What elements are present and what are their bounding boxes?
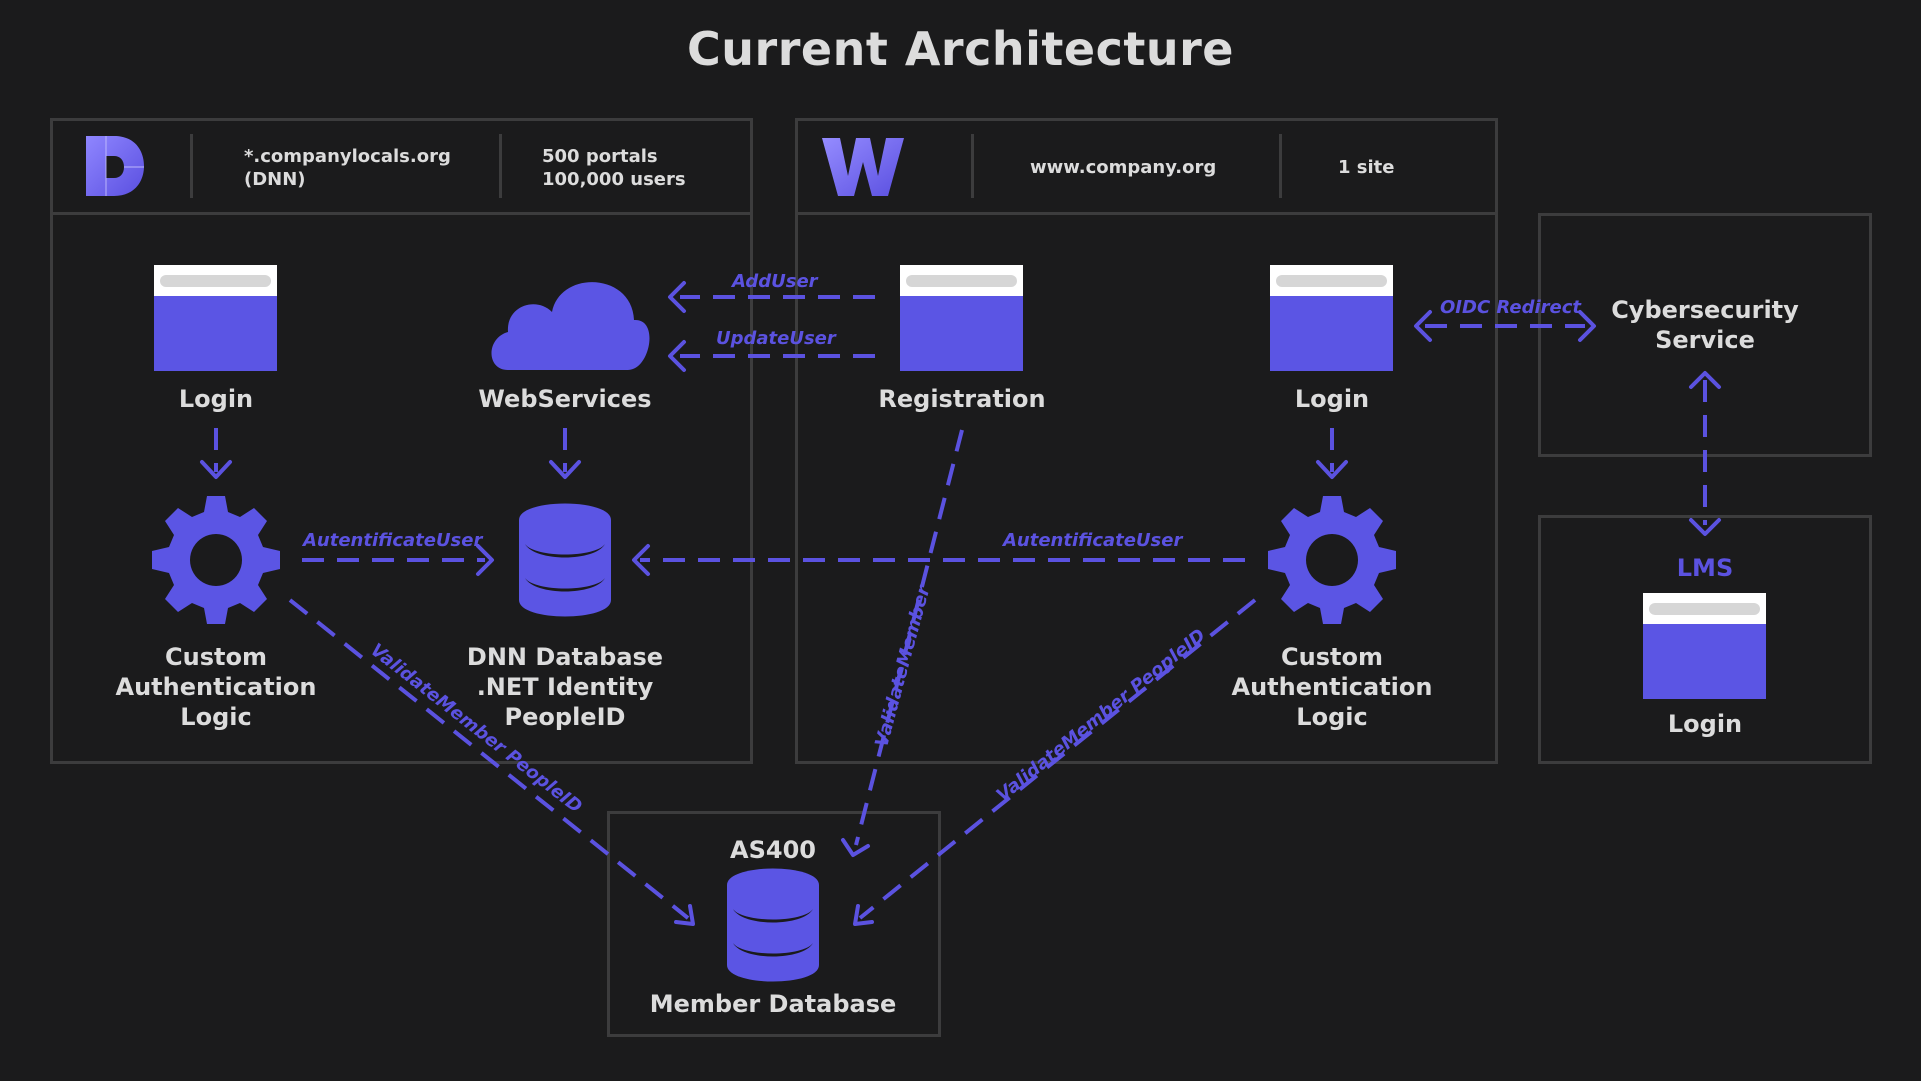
arrowhead-icon [1689,371,1721,389]
adduser-label: AddUser [732,271,818,292]
updateuser-label: UpdateUser [716,328,836,349]
registration-label: Registration [878,385,1046,413]
member-database-icon [727,868,819,982]
validate-right-edge [858,598,1257,920]
dnn-db-line2: .NET Identity [476,673,654,701]
header-divider [1279,134,1282,198]
arrowhead-icon [668,340,686,372]
dnn-gear-icon [152,496,280,624]
as400-title: AS400 [730,836,816,864]
as400-panel [607,811,941,1037]
arrowhead-icon [1578,310,1596,342]
connectors [214,295,1707,920]
dnn-stats-users: 100,000 users [542,169,686,190]
dnn-auth-line2: Authentication [115,673,317,701]
web-panel [795,212,1498,764]
dnn-domain: *.companylocals.org (DNN) [244,145,451,191]
auth-right-label: AutentificateUser [1003,530,1183,551]
dnn-db-line1: DNN Database [466,643,664,671]
auth-left-label: AutentificateUser [303,530,483,551]
dnn-stats-portals: 500 portals [542,146,658,167]
webservices-label: WebServices [478,385,652,413]
web-stats: 1 site [1338,157,1395,178]
web-gear-icon [1268,496,1396,624]
validate-member-edge [854,429,964,846]
arrowhead-icon [200,460,232,479]
arrowhead-icon [841,838,870,857]
dnn-login-label: Login [178,385,254,413]
web-login-window-icon [1270,265,1393,371]
cyber-line2: Service [1655,326,1755,354]
arrowhead-icon [549,460,581,479]
dnn-database-label: DNN Database .NET Identity PeopleID [445,642,685,732]
arrowhead-icon [668,281,686,313]
member-database-label: Member Database [649,990,897,1018]
web-auth-line1: Custom [1281,643,1383,671]
dnn-logo-icon [84,134,146,198]
web-auth-label: Custom Authentication Logic [1212,642,1452,732]
validate-left-edge [288,598,690,920]
arrowhead-icon [1689,518,1721,536]
arrowhead-icon [476,544,494,576]
dnn-domain-line2: (DNN) [244,169,306,190]
arrowhead-icon [853,904,874,926]
lms-login-label: Login [1667,710,1743,738]
cyber-line1: Cybersecurity [1611,296,1799,324]
dnn-stats: 500 portals 100,000 users [542,145,686,191]
dnn-database-icon [519,503,611,617]
dnn-auth-line3: Logic [180,703,252,731]
lms-panel [1538,515,1872,764]
dnn-domain-line1: *.companylocals.org [244,146,451,167]
web-auth-line3: Logic [1296,703,1368,731]
dnn-panel [50,212,753,764]
lms-title: LMS [1676,554,1734,582]
dnn-db-line3: PeopleID [504,703,626,731]
web-login-label: Login [1294,385,1370,413]
arrowhead-icon [674,904,695,926]
registration-window-icon [900,265,1023,371]
header-divider [499,134,502,198]
web-logo-icon [820,136,906,198]
dnn-login-window-icon [154,265,277,371]
header-divider [190,134,193,198]
web-domain: www.company.org [1030,157,1217,178]
arrowheads [200,281,1721,926]
webservices-cloud-icon [491,282,650,370]
lms-login-window-icon [1643,593,1766,699]
web-auth-line2: Authentication [1231,673,1433,701]
dnn-auth-label: Custom Authentication Logic [96,642,336,732]
arrowhead-icon [1414,310,1432,342]
arrowhead-icon [1316,460,1348,479]
cybersecurity-label: Cybersecurity Service [1585,295,1825,355]
oidc-label: OIDC Redirect [1440,297,1582,318]
arrowhead-icon [632,544,650,576]
header-divider [971,134,974,198]
page-title: Current Architecture [687,22,1234,76]
dnn-auth-line1: Custom [165,643,267,671]
